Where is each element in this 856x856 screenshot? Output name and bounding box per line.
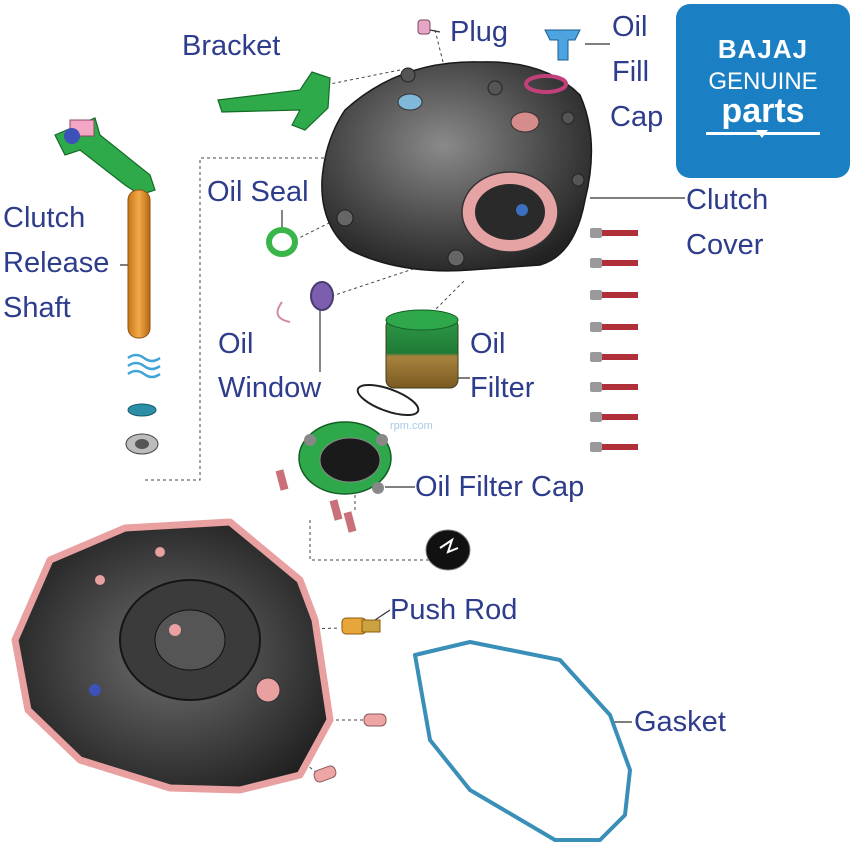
push-rod-part [341, 617, 381, 635]
logo-arrow-icon [756, 130, 768, 138]
bajaj-genuine-parts-logo: BAJAJ GENUINE parts [676, 4, 850, 178]
label-oil-filter-2: Filter [470, 372, 535, 404]
bolts-set [590, 228, 638, 452]
oil-seal-part [266, 227, 298, 257]
label-oil-filter-1: Oil [470, 328, 506, 360]
label-gasket: Gasket [634, 706, 726, 738]
gasket-part [413, 640, 632, 842]
label-oil-window-1: Oil [218, 328, 254, 360]
label-plug: Plug [450, 16, 509, 48]
oil-fill-cap-part [524, 29, 581, 94]
label-oil-filter-cap: Oil Filter Cap [415, 471, 585, 503]
logo-genuine-text: GENUINE [708, 68, 818, 95]
label-oil-window-2: Window [218, 372, 322, 404]
label-clutch-cover-2: Cover [686, 229, 764, 261]
label-push-rod: Push Rod [390, 594, 518, 626]
label-clutch-cover-1: Clutch [686, 184, 769, 216]
dowel-pin [363, 713, 387, 727]
label-clutch-release-shaft-1: Clutch [3, 202, 86, 234]
clutch-release-shaft-part [54, 117, 161, 455]
oil-filter-part [356, 309, 459, 417]
clutch-cover [321, 61, 593, 272]
plug-part [417, 19, 431, 35]
label-oil-fill-cap-2: Fill [612, 56, 650, 88]
watermark: rpm.com [390, 420, 433, 432]
label-bracket: Bracket [182, 30, 281, 62]
label-oil-seal: Oil Seal [207, 176, 309, 208]
clutch-cover-inner-view [11, 518, 334, 794]
label-clutch-release-shaft-3: Shaft [3, 292, 71, 324]
oil-filter-cap-part [275, 421, 471, 571]
logo-parts-text: parts [721, 92, 805, 130]
dowel-pin [313, 765, 337, 783]
label-oil-fill-cap-1: Oil [612, 11, 648, 43]
bracket-part [217, 71, 331, 131]
label-clutch-release-shaft-2: Release [3, 247, 110, 279]
logo-brand-text: BAJAJ [717, 34, 809, 64]
label-oil-fill-cap-3: Cap [610, 101, 664, 133]
oil-window-part [276, 281, 334, 323]
